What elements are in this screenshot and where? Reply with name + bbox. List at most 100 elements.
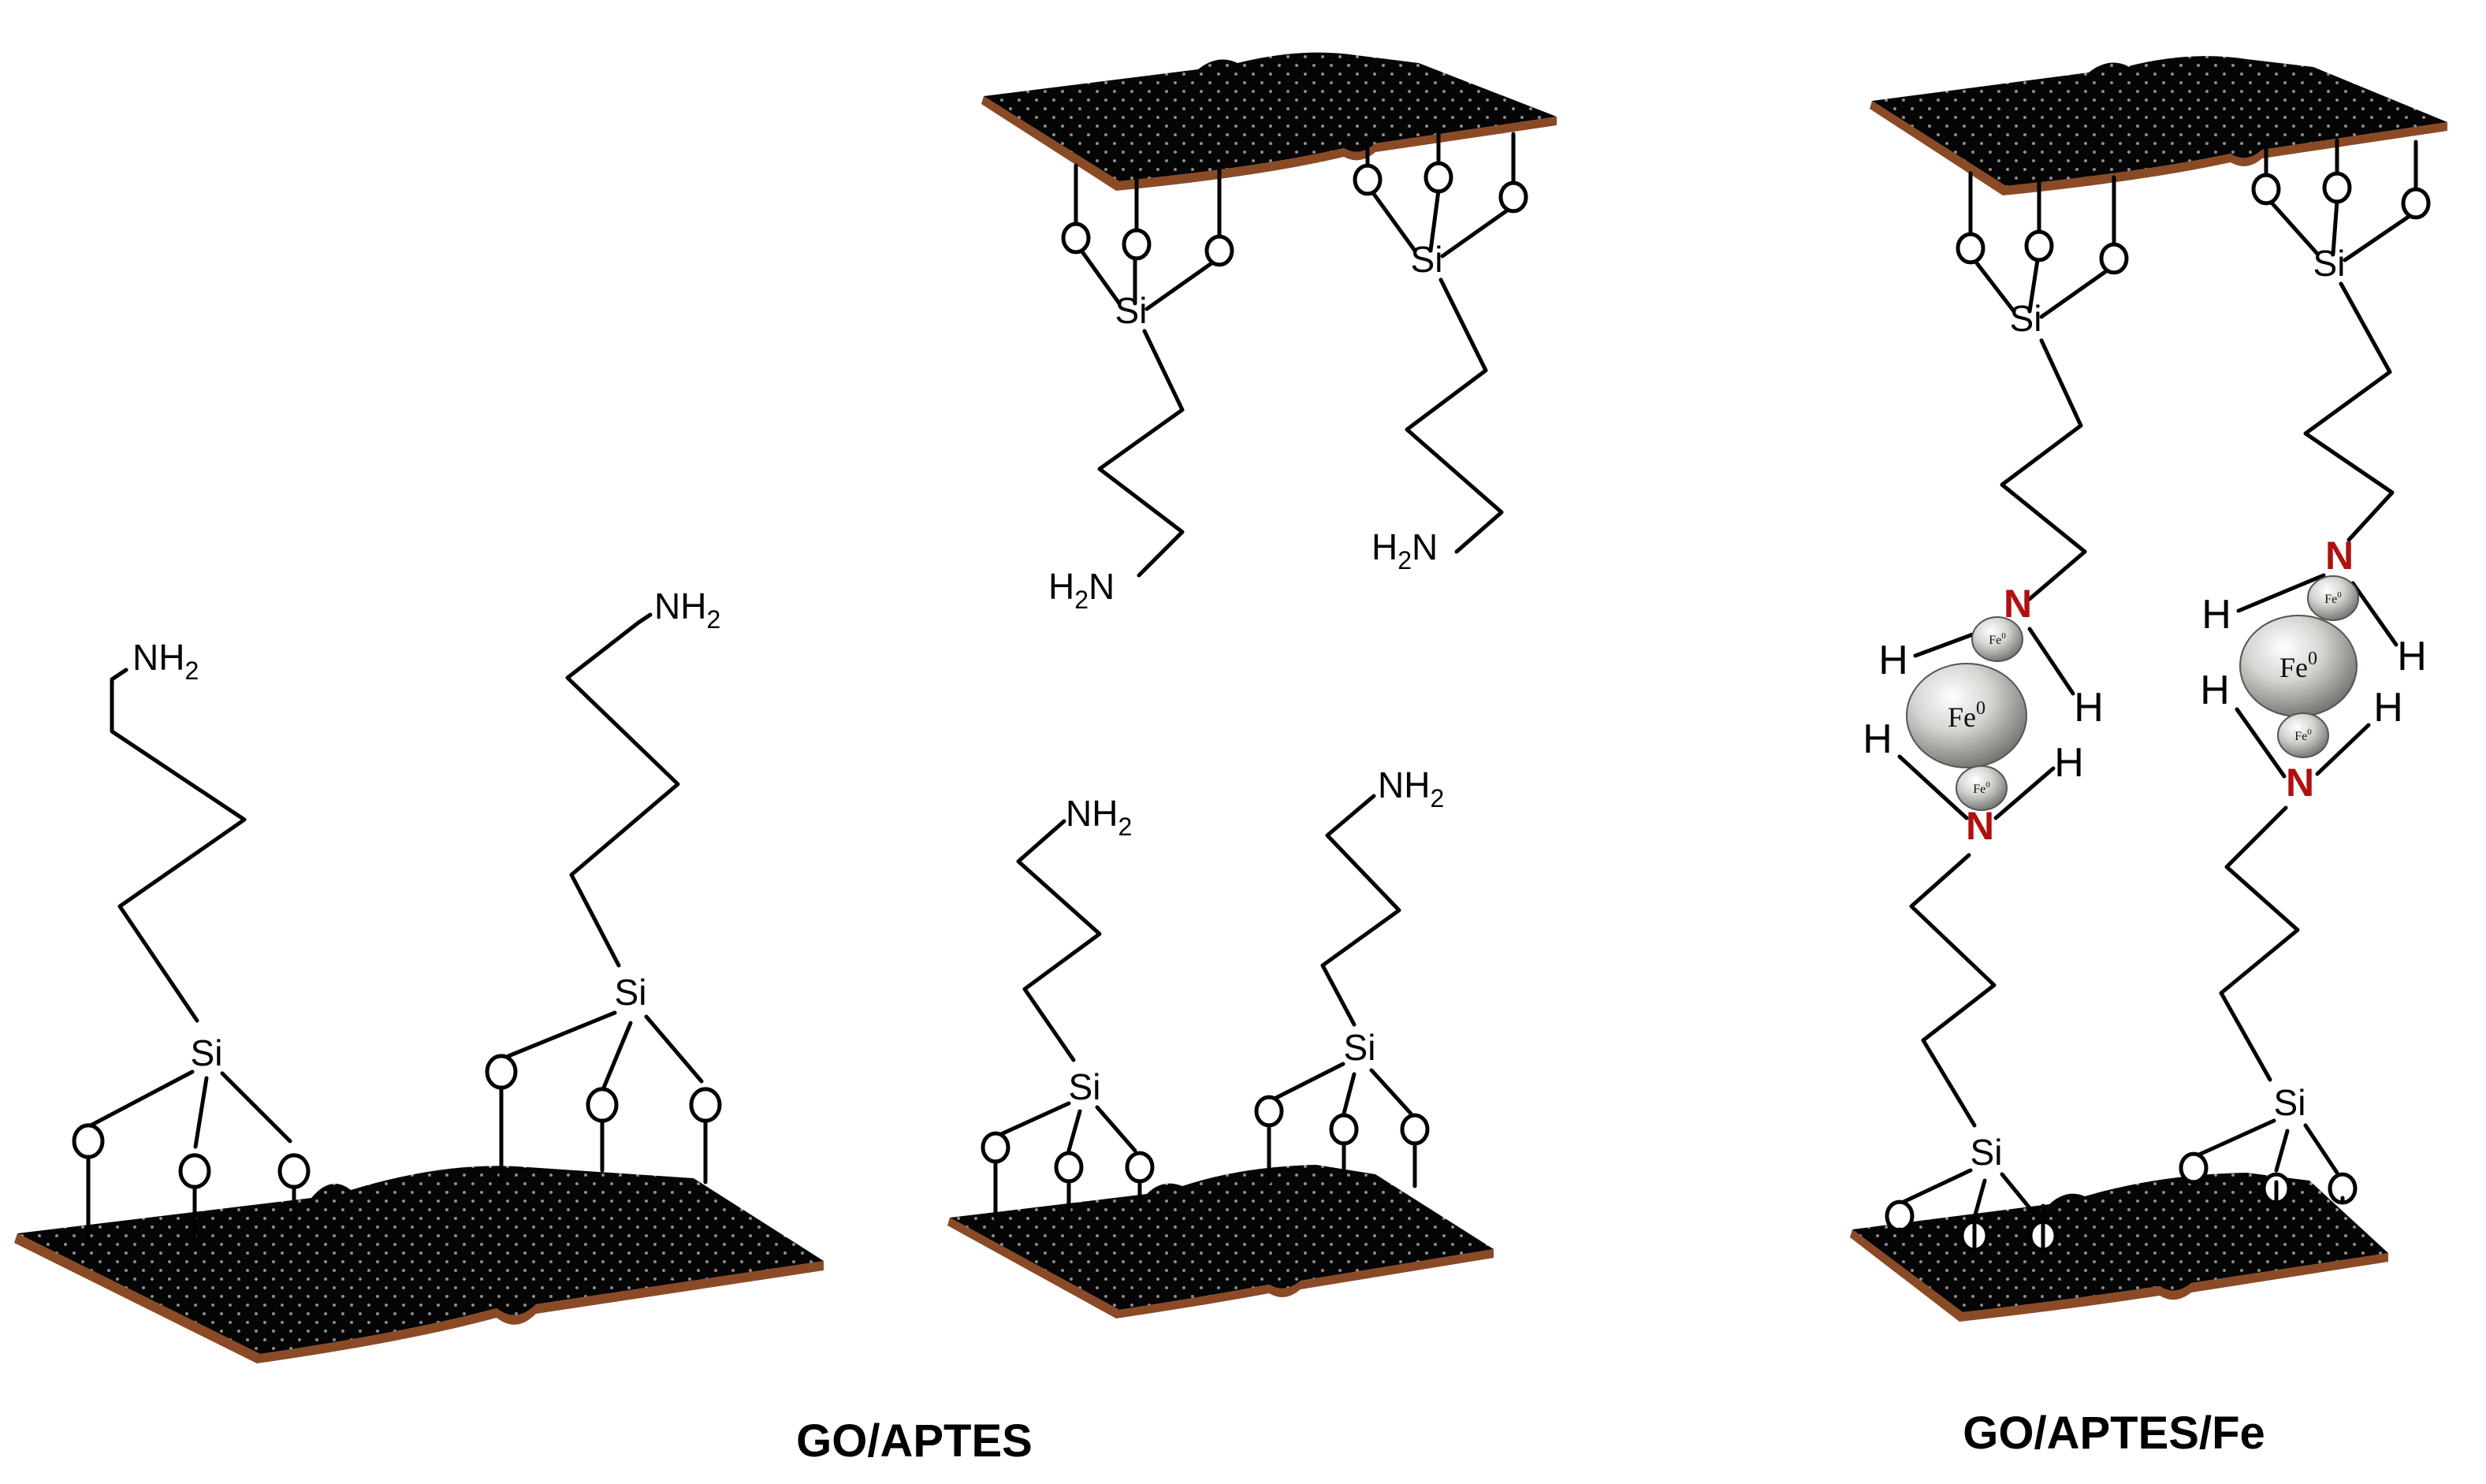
bond [88,1069,195,1128]
oxygen-atom [485,1054,518,1090]
fe-label: Fe0 [2279,649,2317,683]
bond [601,1021,633,1090]
iron-cluster-left: Fe0 Fe0 Fe0 [1906,616,2027,811]
oxygen-atom [586,1087,619,1123]
fe-label-small: Fe0 [1989,631,2006,647]
oxygen-atom [1204,234,1234,267]
bond [1144,259,1216,311]
amine-group: NH2 [654,586,720,634]
bond [2274,1129,2290,1173]
caption-go-aptes-fe: GO/APTES/Fe [1963,1408,2265,1459]
bond [2219,805,2300,1082]
amine-group: NH2 [132,637,199,685]
bond [1993,766,2056,820]
graphene-sheet-middle-bottom [947,1165,1494,1318]
silicon-atom: Si [1411,239,1443,280]
silicon-atom: Si [191,1032,223,1073]
oxygen-atom [1498,180,1528,214]
oxygen-atom [2401,187,2431,220]
oxygen-atom [178,1153,211,1189]
oxygen-atom [1125,1151,1155,1184]
amine-group: NH2 [1066,793,1132,841]
oxygen-atom [277,1153,311,1189]
oxygen-atom [1885,1199,1915,1233]
silicon-atom: Si [1971,1132,2003,1173]
silicon-atom: Si [1344,1027,1376,1068]
bond [1066,1109,1082,1153]
oxygen-atom [981,1131,1010,1164]
silicon-atom: Si [2010,298,2042,339]
bond [2027,627,2075,696]
oxygen-atom [1122,228,1152,261]
caption-go-aptes: GO/APTES [796,1415,1033,1467]
oxygen-atom [1353,163,1383,196]
hydrogen-atom: H [2397,634,2427,679]
bond [2235,707,2287,779]
silicon-atom: Si [2313,243,2346,284]
oxygen-atom [1956,232,1985,265]
graphene-sheet-right-top [1870,56,2447,195]
bond [1342,1072,1357,1116]
nitrogen-atom: N [2325,534,2354,578]
silicon-atom: Si [1115,290,1148,331]
bond [2303,1123,2339,1175]
hydrogen-atom: H [2054,740,2084,786]
hydrogen-atom: H [1863,716,1892,762]
bond [110,668,247,1023]
oxygen-atom [1061,221,1091,255]
hydrogen-atom: H [2200,668,2230,713]
oxygen-atom [1329,1113,1359,1146]
bond [2350,581,2399,647]
silicon-atom: Si [1069,1066,1101,1107]
oxygen-atom [1254,1095,1284,1128]
bond [2197,1118,2276,1157]
molecules-layer: NH2SiNH2SiNH2SiNH2SiSiH2NSiH2NSiSiNNNNHH… [72,130,2431,1252]
fe-label-small: Fe0 [2324,590,2342,606]
hydrogen-atom: H [2074,685,2104,731]
bond [2268,199,2320,256]
oxygen-atom [2099,242,2129,275]
bond [1897,754,1969,820]
bond [1097,329,1185,578]
nitrogen-atom: N [2286,761,2314,805]
bond [1095,1105,1137,1153]
silicon-atom: Si [2274,1082,2306,1123]
hydrogen-atom: H [2373,685,2403,731]
fe-label-small: Fe0 [1973,780,1990,796]
hydrogen-atom: H [2201,592,2231,638]
graphene-sheet-right-bottom [1850,1173,2388,1322]
oxygen-atom [1423,161,1453,194]
oxygen-atom [1400,1113,1430,1146]
bond [644,1014,704,1084]
nitrogen-atom: N [1966,804,1994,848]
bond [1901,1168,1973,1204]
bond [220,1071,292,1144]
bond [2303,281,2395,542]
bond [1016,819,1102,1062]
bond [1972,1178,1987,1220]
bond [1440,206,1512,258]
bond [1079,248,1122,306]
bond [2000,338,2087,601]
amine-group: NH2 [1378,764,1444,813]
bond [1369,188,1417,253]
bond [2236,573,2326,613]
amine-group: H2N [1048,566,1115,614]
bond [1909,853,1997,1128]
bond [1972,258,2016,314]
bond [1271,1062,1345,1102]
graphene-sheet-middle-top [981,52,1557,191]
bond [1405,277,1504,554]
bond [2039,267,2111,319]
oxygen-atom [2179,1151,2209,1185]
oxygen-atom [2322,171,2352,204]
bond [565,612,680,968]
oxygen-atom [72,1123,105,1159]
bond [2027,258,2040,314]
oxygen-atom [1054,1151,1084,1184]
hydrogen-atom: H [1878,638,1908,683]
iron-cluster-right: Fe0 Fe0 Fe0 [2239,575,2359,758]
amine-group: H2N [1371,526,1438,575]
